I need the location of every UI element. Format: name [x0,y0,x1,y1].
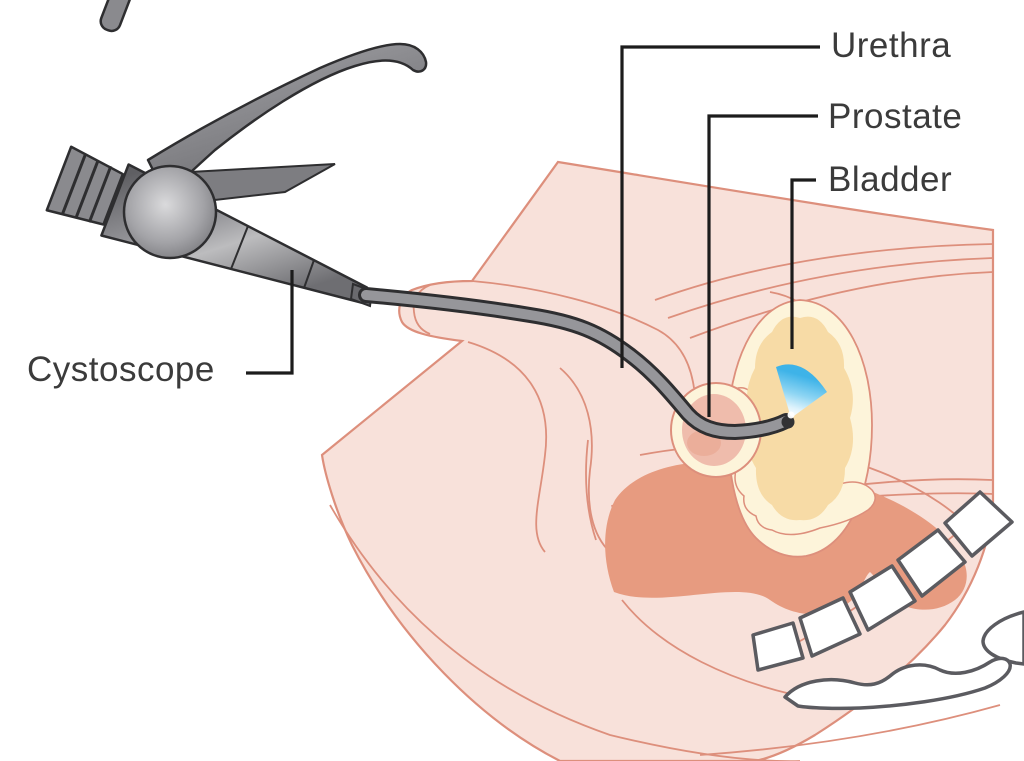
eyepiece [45,0,147,226]
label-urethra: Urethra [831,26,952,65]
label-bladder: Bladder [828,160,953,199]
body-cross-section [320,160,1024,761]
scope-tip [781,415,795,429]
urethra-leader-line [620,45,820,368]
leader-lines [246,45,820,417]
bladder [727,299,876,558]
body-outline [320,160,995,761]
cystoscope-instrument [45,0,428,308]
tip-glow [787,411,795,419]
cystoscope-leader-line [246,270,294,375]
light-beam [776,364,827,429]
ball-joint [122,164,218,260]
flexible-scope-tube [358,287,794,441]
shaft-seams [230,225,315,289]
pelvic-bone-fragment [981,610,1024,666]
sacrum-bones [751,490,1024,711]
label-prostate: Prostate [828,97,963,136]
bladder-leader-line [790,178,816,349]
label-cystoscope: Cystoscope [27,350,215,389]
coccyx-bone [783,656,1012,711]
prostate-leader-line [707,114,818,417]
bladder-lumen [746,316,854,521]
